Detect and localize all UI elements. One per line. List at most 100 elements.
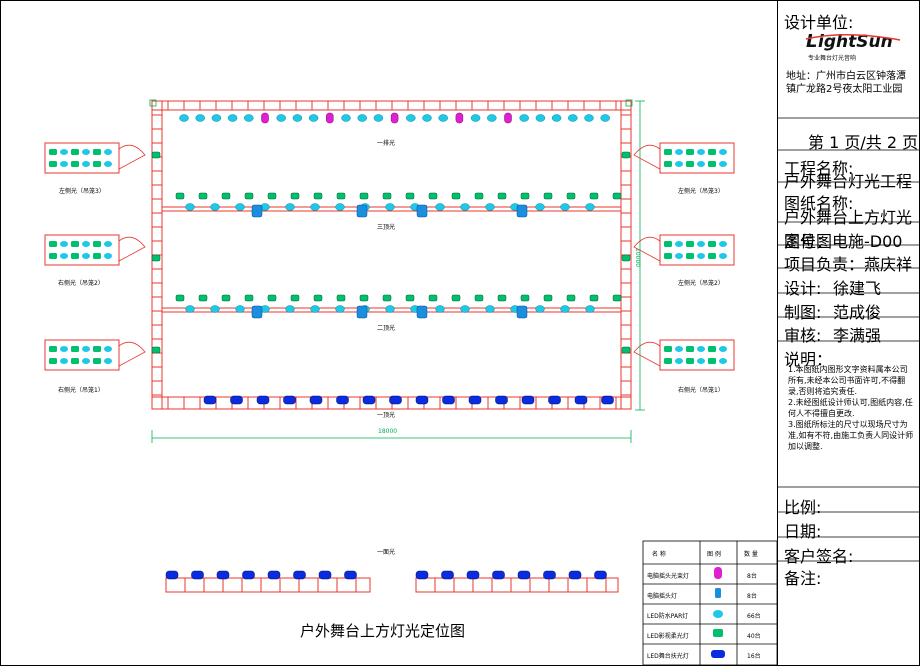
wash-light-icon bbox=[686, 161, 694, 167]
wash-light-icon bbox=[405, 294, 415, 302]
wash-light-icon bbox=[566, 192, 576, 200]
wash-light-icon bbox=[686, 149, 694, 155]
wash-light-icon bbox=[71, 149, 79, 155]
wash-light-icon bbox=[589, 294, 599, 302]
wash-light-icon bbox=[520, 294, 530, 302]
wash-light-icon bbox=[151, 346, 161, 354]
wash-light-icon bbox=[71, 346, 79, 352]
design-name: 徐建飞 bbox=[833, 279, 882, 298]
side-tower-frame bbox=[659, 339, 735, 371]
wash-light-icon bbox=[49, 149, 57, 155]
par-light-icon bbox=[385, 203, 395, 211]
tower-bracket bbox=[633, 341, 661, 367]
wash-light-icon bbox=[474, 294, 484, 302]
par-light-icon bbox=[60, 241, 68, 247]
side-tower-frame bbox=[44, 142, 120, 174]
title-block-grid bbox=[777, 117, 920, 562]
wash-light-icon bbox=[93, 149, 101, 155]
par-light-icon bbox=[179, 114, 189, 122]
wash-light-icon bbox=[49, 253, 57, 259]
par-light-icon bbox=[719, 358, 727, 364]
blinder-light-icon bbox=[517, 570, 531, 580]
par-light-icon bbox=[535, 305, 545, 313]
moving-head-icon bbox=[356, 204, 368, 218]
project-name: 户外舞台灯光工程 bbox=[784, 172, 913, 191]
tower-bracket bbox=[118, 341, 146, 367]
moving-head-icon bbox=[416, 305, 428, 319]
wash-light-icon bbox=[267, 294, 277, 302]
dimension-lines bbox=[149, 99, 645, 443]
par-light-icon bbox=[210, 203, 220, 211]
blinder-light-icon bbox=[216, 570, 230, 580]
wash-light-icon bbox=[612, 192, 622, 200]
legend-row-name: LED影视柔光灯 bbox=[647, 633, 689, 640]
tower-bracket bbox=[118, 144, 146, 170]
par-light-icon bbox=[195, 114, 205, 122]
wash-light-icon bbox=[497, 192, 507, 200]
wash-light-icon bbox=[664, 253, 672, 259]
blinder-light-icon bbox=[548, 395, 561, 405]
remark-label: 备注: bbox=[784, 569, 822, 588]
project-lead: 项目负责：燕庆祥 bbox=[784, 255, 913, 274]
side-light-label: 左侧光（吊笼2） bbox=[678, 280, 724, 287]
blinder-light-icon bbox=[466, 570, 480, 580]
design-label: 设计: bbox=[784, 279, 822, 298]
par-light-icon bbox=[435, 203, 445, 211]
wash-light-icon bbox=[71, 358, 79, 364]
legend-header-icon: 图 例 bbox=[707, 551, 721, 558]
spot-light-icon bbox=[714, 567, 722, 579]
wash-light-icon bbox=[664, 346, 672, 352]
wash-light-icon bbox=[93, 161, 101, 167]
wash-light-icon bbox=[708, 149, 716, 155]
wash-light-icon bbox=[93, 358, 101, 364]
moving-head-icon bbox=[251, 305, 263, 319]
legend-row-name: 电脑摇头灯 bbox=[647, 593, 678, 600]
side-tower-frame bbox=[44, 339, 120, 371]
par-light-icon bbox=[719, 149, 727, 155]
par-light-icon bbox=[104, 253, 112, 259]
blinder-light-icon bbox=[293, 570, 306, 580]
legend-row-qty: 66台 bbox=[747, 613, 761, 620]
par-light-icon bbox=[104, 149, 112, 155]
moving-head-icon bbox=[516, 305, 528, 319]
par-light-icon bbox=[211, 114, 222, 122]
spot-light-icon bbox=[326, 112, 334, 124]
spot-light-icon bbox=[455, 112, 464, 124]
par-light-icon bbox=[235, 203, 245, 211]
wash-light-icon bbox=[664, 161, 672, 167]
par-light-icon bbox=[719, 241, 727, 247]
par-light-icon bbox=[487, 114, 497, 122]
side-light-label: 右侧光（吊笼1） bbox=[58, 387, 104, 394]
par-light-icon bbox=[104, 241, 112, 247]
par-light-icon bbox=[675, 253, 683, 259]
wash-light-icon bbox=[49, 346, 57, 352]
par-light-icon bbox=[60, 253, 68, 259]
moving-head-icon bbox=[356, 305, 368, 319]
wash-light-icon bbox=[621, 254, 631, 262]
par-light-icon bbox=[335, 203, 345, 211]
blinder-light-icon bbox=[442, 395, 455, 405]
par-light-icon bbox=[308, 114, 319, 122]
blinder-light-icon bbox=[362, 395, 376, 405]
par-light-icon bbox=[227, 114, 238, 122]
wash-light-icon bbox=[451, 294, 461, 302]
blinder-light-icon bbox=[711, 650, 725, 658]
wash-light-icon bbox=[664, 149, 672, 155]
wash-light-icon bbox=[290, 192, 300, 200]
blinder-light-icon bbox=[521, 395, 535, 405]
par-light-icon bbox=[675, 358, 683, 364]
wash-light-icon bbox=[589, 192, 599, 200]
wash-light-icon bbox=[151, 151, 161, 159]
svg-text:L: L bbox=[806, 31, 817, 52]
wash-light-icon bbox=[708, 253, 716, 259]
wash-light-icon bbox=[382, 192, 392, 200]
draw-name: 范成俊 bbox=[833, 303, 882, 322]
wash-light-icon bbox=[49, 358, 57, 364]
par-light-icon bbox=[675, 346, 683, 352]
wash-light-icon bbox=[497, 294, 507, 302]
wash-light-icon bbox=[221, 294, 231, 302]
wash-light-icon bbox=[198, 294, 208, 302]
par-light-icon bbox=[60, 161, 68, 167]
wash-light-icon bbox=[520, 192, 530, 200]
par-light-icon bbox=[104, 358, 112, 364]
